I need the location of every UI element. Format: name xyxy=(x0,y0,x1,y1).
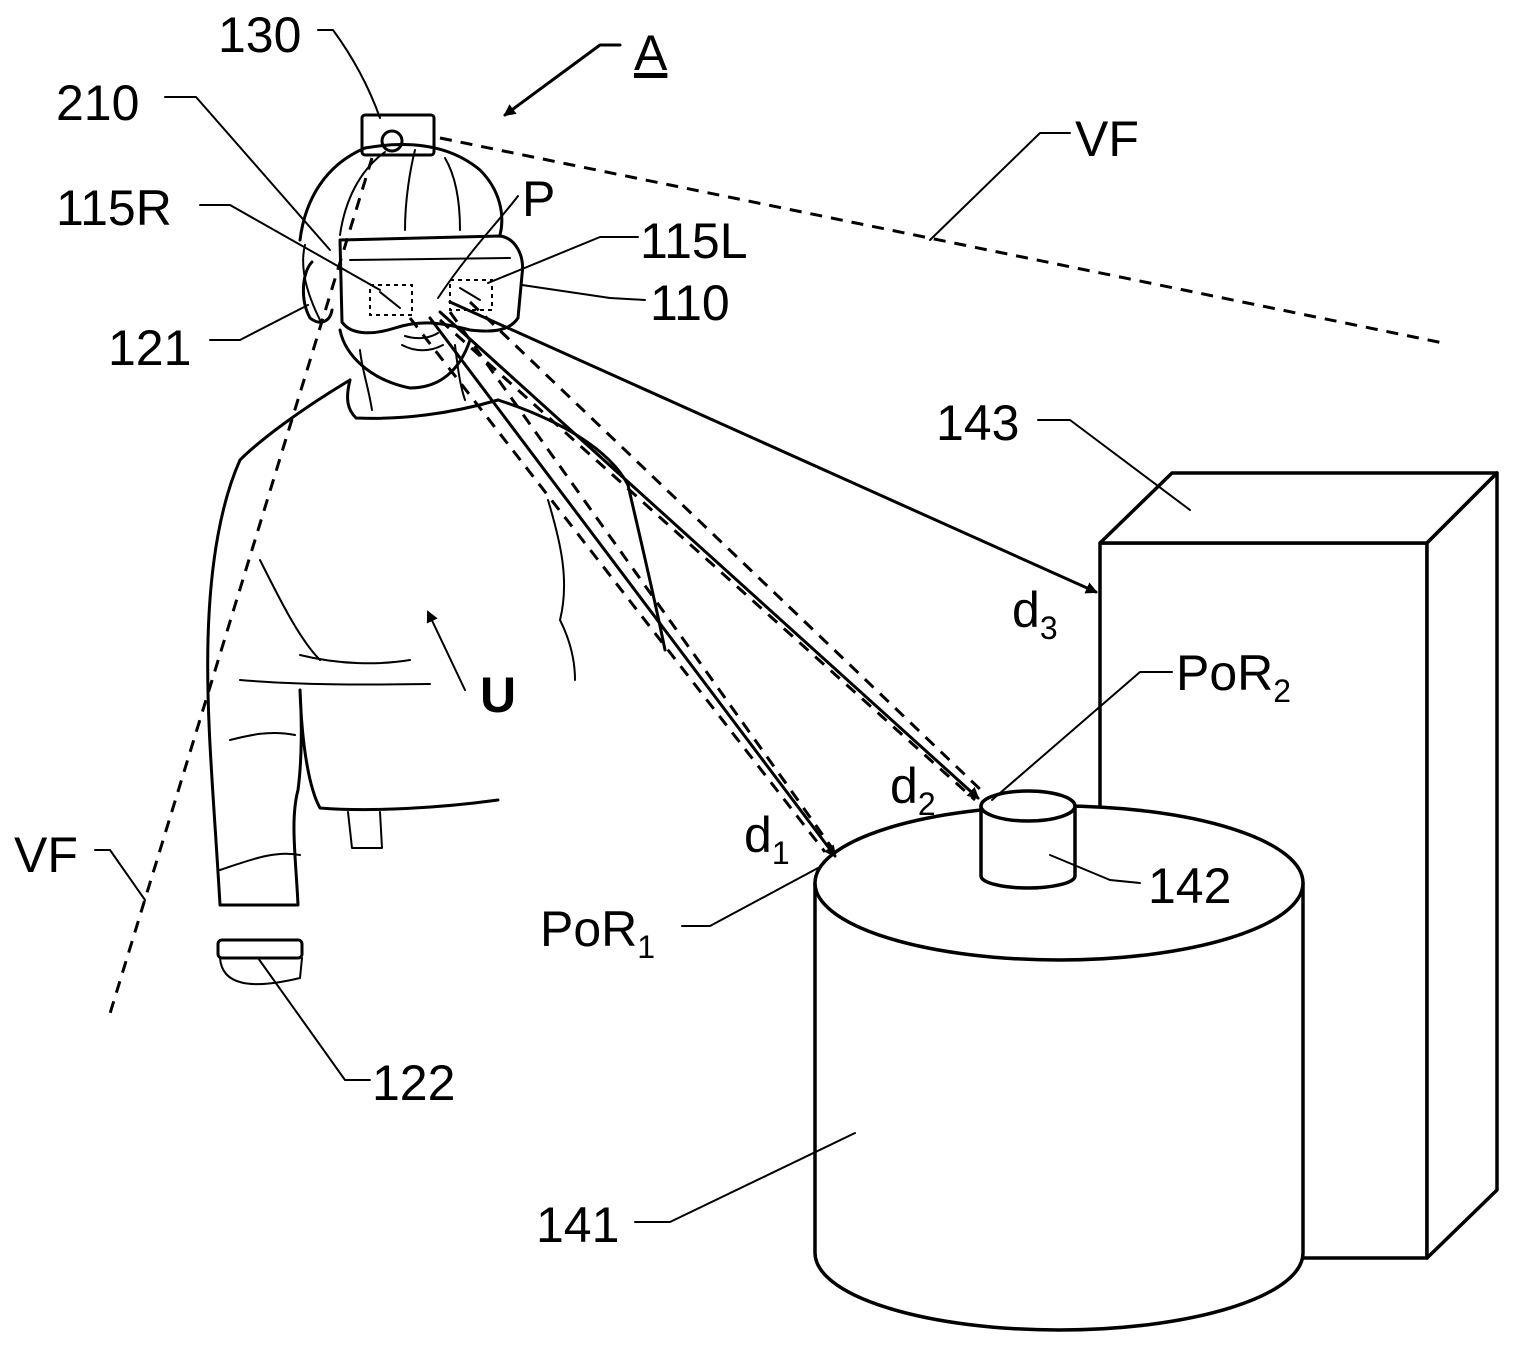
label-122: 122 xyxy=(372,1055,455,1111)
wristband-device xyxy=(216,938,304,960)
leader-VF-left xyxy=(94,849,146,901)
leader-110 xyxy=(521,284,646,301)
ray-d1-solid xyxy=(428,316,837,858)
shirt-fold-1 xyxy=(299,654,411,665)
ray-d3 xyxy=(448,300,1098,594)
headset-inner xyxy=(349,257,511,261)
label-121: 121 xyxy=(108,320,191,376)
leader-lines xyxy=(94,29,1191,1223)
ray-d1-dashed-b xyxy=(448,311,834,849)
label-d1: d1 xyxy=(744,807,790,871)
leader-121 xyxy=(209,304,309,341)
fov-line-left xyxy=(106,157,374,1021)
label-A: A xyxy=(634,25,668,81)
field-of-view-lines xyxy=(106,136,1449,1021)
label-VF-left: VF xyxy=(14,827,78,883)
leader-130 xyxy=(317,29,381,119)
neck-collar xyxy=(346,378,500,420)
head-strap xyxy=(298,143,504,242)
ray-d2-dashed-a xyxy=(468,300,985,794)
ray-d2-dashed-b xyxy=(438,318,977,802)
leader-U xyxy=(426,610,466,691)
leader-143 xyxy=(1037,419,1191,511)
label-U: U xyxy=(480,667,516,723)
leader-VF-top xyxy=(929,132,1071,241)
label-VF-top: VF xyxy=(1075,111,1139,167)
head-outline xyxy=(338,328,472,390)
label-130: 130 xyxy=(218,7,301,63)
camera-130-body xyxy=(360,113,436,157)
arrow-A xyxy=(503,43,622,117)
hand xyxy=(219,957,303,986)
leader-122 xyxy=(257,957,371,1081)
label-P: P xyxy=(522,171,555,227)
earpiece-121 xyxy=(302,260,334,324)
leader-PoR1 xyxy=(681,867,819,927)
gaze-rays xyxy=(408,300,1098,858)
leader-210 xyxy=(164,96,331,251)
label-115L: 115L xyxy=(640,213,748,269)
label-PoR2: PoR2 xyxy=(1176,645,1291,709)
leader-115R xyxy=(199,204,381,291)
label-d2: d2 xyxy=(890,758,936,822)
tag-hang xyxy=(547,499,576,681)
leader-P xyxy=(437,195,519,299)
shirt-fold-3 xyxy=(259,559,321,661)
label-210: 210 xyxy=(56,75,139,131)
torso-outline xyxy=(206,378,500,907)
eye-tracker-mark-left xyxy=(459,287,481,301)
leader-142 xyxy=(1049,854,1141,884)
strap-line-3 xyxy=(444,157,461,231)
label-143: 143 xyxy=(936,395,1019,451)
label-115R: 115R xyxy=(56,180,172,236)
label-d3: d3 xyxy=(1012,582,1058,646)
shirt-hem-detail xyxy=(347,811,383,849)
eye-tracker-115R xyxy=(369,284,413,316)
shirt-fold-2 xyxy=(239,679,431,686)
eye-tracker-mark-right xyxy=(379,291,401,309)
box-side-face xyxy=(1425,471,1499,1260)
leader-115L xyxy=(487,236,639,284)
sleeve-fold xyxy=(219,731,301,871)
label-141: 141 xyxy=(536,1197,619,1253)
reference-labels: 130 A 210 VF P 115R 115L 110 121 143 U d… xyxy=(14,7,1291,1253)
camera-130-lens xyxy=(380,129,404,153)
user-figure xyxy=(206,113,667,986)
small-cylinder-object-142 xyxy=(979,789,1077,890)
small-cylinder-top xyxy=(979,789,1077,823)
label-110: 110 xyxy=(650,275,730,331)
strap-line-1 xyxy=(339,151,386,236)
label-PoR1: PoR1 xyxy=(540,901,655,965)
ray-d2-solid-a xyxy=(438,310,980,800)
leader-PoR2 xyxy=(991,671,1173,801)
eye-tracker-115L xyxy=(449,279,493,311)
mouth xyxy=(401,344,444,352)
strap-line-2 xyxy=(404,149,416,231)
cylinder-body xyxy=(813,881,1305,1332)
nose xyxy=(404,332,439,340)
fov-line-right xyxy=(439,136,1449,346)
torso-right xyxy=(496,398,667,652)
headset-110 xyxy=(338,234,525,335)
neck xyxy=(359,344,466,411)
label-142: 142 xyxy=(1148,858,1231,914)
cylinder-object-141 xyxy=(813,804,1305,1332)
leader-141 xyxy=(634,1132,856,1223)
small-cylinder-body xyxy=(979,804,1077,890)
ray-d1-dashed-a xyxy=(408,317,827,853)
